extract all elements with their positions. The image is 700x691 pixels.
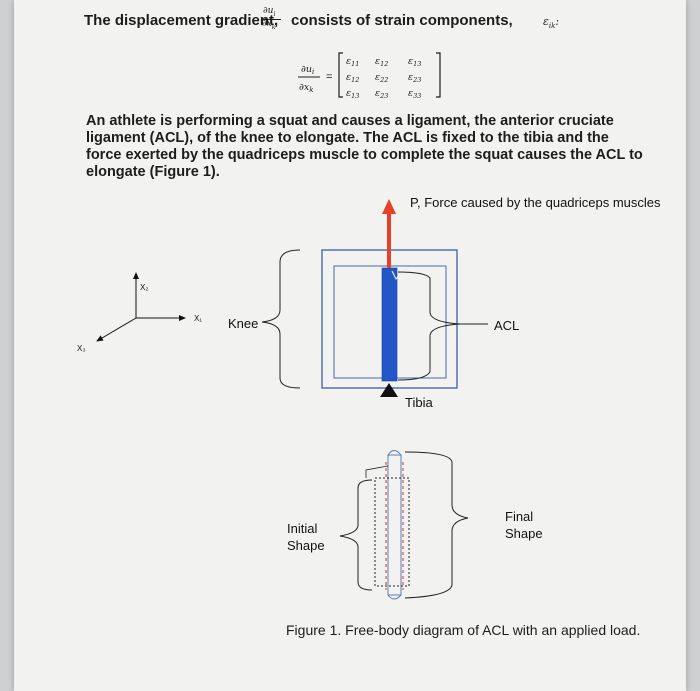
matrix-cell: ε33 (408, 88, 421, 100)
final-shape-label: Final Shape (505, 509, 543, 541)
acl-top-marker (391, 270, 401, 280)
final-shape-brace (404, 451, 469, 599)
matrix-cell: ε23 (408, 72, 421, 84)
tibia-label: Tibia (405, 395, 433, 410)
acl-brace (397, 271, 461, 381)
axis-x3-label: X₃ (77, 344, 86, 353)
tibia-support (380, 383, 398, 397)
problem-paragraph: An athlete is performing a squat and cau… (86, 113, 643, 180)
initial-shape-outline (374, 477, 410, 587)
matrix-cell: ε13 (346, 88, 359, 100)
axis-x3-arrow (96, 317, 137, 342)
matrix-cell: ε12 (375, 56, 388, 68)
document-page (14, 0, 686, 691)
initial-top-lead (365, 465, 389, 478)
matrix-lhs-num: ∂ui (301, 64, 314, 76)
matrix-cell: ε12 (346, 72, 359, 84)
force-label: P, Force caused by the quadriceps muscle… (410, 195, 661, 210)
axis-x1-label: X₁ (194, 314, 202, 323)
strain-symbol: εik: (543, 15, 560, 31)
matrix-left-bracket (338, 52, 343, 98)
final-shape-outline (387, 454, 402, 596)
matrix-lhs-den: ∂xk (299, 82, 314, 94)
force-arrow-head (382, 199, 396, 214)
small-fraction-numerator: ∂ui (263, 6, 276, 18)
matrix-cell: ε11 (346, 56, 359, 68)
intro-line: The displacement gradient, (84, 12, 278, 29)
axis-x2-label: X₂ (140, 283, 148, 292)
matrix-cell: ε22 (375, 72, 388, 84)
deformation-figure (339, 450, 469, 600)
final-top-cap (387, 450, 402, 456)
knee-brace (261, 249, 301, 389)
coordinate-axes: X₂ X₁ X₃ (77, 272, 202, 353)
intro-text-before: The displacement gradient, (84, 12, 279, 29)
matrix-cell: ε23 (375, 88, 388, 100)
matrix-cells: ε11 ε12 ε13 ε12 ε22 ε23 ε13 ε23 ε33 (346, 56, 421, 100)
figure-caption: Figure 1. Free-body diagram of ACL with … (286, 622, 641, 638)
matrix-equals: = (326, 71, 332, 83)
matrix-right-bracket (436, 52, 441, 98)
small-fraction-bar (261, 19, 281, 20)
acl-label: ACL (494, 318, 520, 333)
knee-label: Knee (228, 316, 259, 331)
final-bottom-cap (387, 594, 402, 600)
small-fraction-denominator: ∂xk (262, 19, 276, 31)
initial-shape-label: Initial Shape (287, 521, 325, 553)
intro-text-after: consists of strain components, (291, 12, 513, 29)
initial-shape-brace (339, 479, 373, 591)
matrix-cell: ε13 (408, 56, 421, 68)
acl-bar (381, 267, 398, 382)
